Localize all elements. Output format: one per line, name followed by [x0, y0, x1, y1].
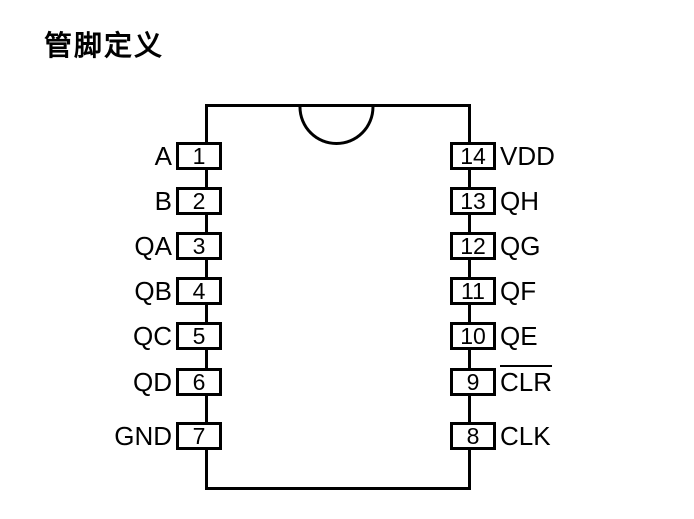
pin-number-box-right: 10	[450, 322, 496, 350]
pin-number-box-right: 9	[450, 368, 496, 396]
pin-number-box-left: 6	[176, 368, 222, 396]
pin-row-3-12: QA 3 12 QG	[0, 232, 694, 260]
pin-row-5-10: QC 5 10 QE	[0, 322, 694, 350]
pin-number: 5	[192, 322, 206, 349]
pin-label-left: B	[154, 186, 172, 216]
pin-number: 3	[192, 232, 206, 259]
pin-label-left: GND	[114, 421, 172, 451]
pin-number-box-left: 1	[176, 142, 222, 170]
pin-number: 6	[192, 368, 206, 395]
pin-label-right: CLR	[500, 367, 553, 397]
pin-number-box-left: 3	[176, 232, 222, 260]
pin-number: 14	[460, 142, 486, 169]
pin-number: 4	[192, 277, 206, 304]
pin-label-right: QG	[500, 231, 541, 261]
pin-number: 7	[192, 422, 206, 449]
pin-row-1-14: A 1 14 VDD	[0, 142, 694, 170]
pin-number-box-right: 11	[450, 277, 496, 305]
pin-number: 8	[466, 422, 480, 449]
pin-label-right: QF	[500, 276, 537, 306]
pin-number-box-right: 13	[450, 187, 496, 215]
page-title: 管脚定义	[44, 30, 165, 61]
chip-notch-icon	[298, 107, 375, 145]
pin-row-6-9: QD 6 9 CLR	[0, 368, 694, 396]
pin-label-left: A	[154, 141, 172, 171]
pin-label-right: CLK	[500, 421, 551, 451]
pin-number-box-left: 4	[176, 277, 222, 305]
pin-number: 1	[192, 142, 206, 169]
chip-body	[205, 104, 471, 490]
pin-row-4-11: QB 4 11 QF	[0, 277, 694, 305]
pin-number: 11	[461, 277, 485, 304]
pin-label-right: QH	[500, 186, 539, 216]
pin-label-left: QB	[134, 276, 172, 306]
pin-row-2-13: B 2 13 QH	[0, 187, 694, 215]
pin-number: 2	[192, 187, 206, 214]
pin-label-right: VDD	[500, 141, 555, 171]
pin-row-7-8: GND 7 8 CLK	[0, 422, 694, 450]
pin-label-left: QA	[134, 231, 172, 261]
pin-number: 13	[460, 187, 486, 214]
pin-number: 12	[460, 232, 486, 259]
pin-number-box-right: 14	[450, 142, 496, 170]
pin-number-box-left: 5	[176, 322, 222, 350]
pin-number: 10	[460, 322, 486, 349]
pin-label-right: QE	[500, 321, 538, 351]
pin-number-box-right: 8	[450, 422, 496, 450]
pin-number: 9	[466, 368, 480, 395]
pin-number-box-left: 2	[176, 187, 222, 215]
pin-number-box-left: 7	[176, 422, 222, 450]
pin-label-left: QC	[133, 321, 172, 351]
pin-label-left: QD	[133, 367, 172, 397]
pin-number-box-right: 12	[450, 232, 496, 260]
